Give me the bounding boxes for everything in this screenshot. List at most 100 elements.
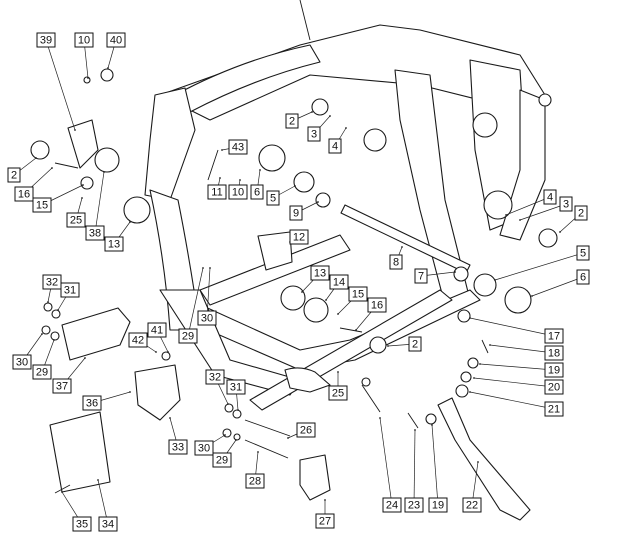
tie-43-icon [207, 149, 219, 181]
callout-box [543, 189, 557, 205]
leader-dot [237, 409, 239, 411]
callout-bushing: 21 [544, 401, 564, 417]
leader-dot [87, 77, 89, 79]
leader-dot [227, 403, 229, 405]
leader-dot [337, 371, 339, 373]
frame-bolt-icon [538, 93, 552, 107]
callout-number: 30 [201, 313, 213, 325]
callout-box [66, 212, 86, 228]
callout-boot: 13 [104, 236, 124, 252]
bushing-5b-icon [473, 273, 497, 297]
callout-box [7, 167, 21, 183]
callout-cap: 2 [574, 205, 588, 221]
callout-washer: 29 [178, 328, 198, 344]
leader-dot [324, 499, 326, 501]
callout-number: 12 [293, 232, 305, 244]
callout-number: 35 [76, 519, 88, 531]
leader-dot [329, 115, 331, 117]
leader-dot [47, 301, 49, 303]
callout-box [289, 205, 303, 221]
callout-box [414, 268, 428, 284]
callout-number: 34 [102, 519, 114, 531]
leader-dot [35, 157, 37, 159]
washer-29c-icon [233, 433, 241, 441]
callout-box [329, 274, 349, 290]
leader-line [489, 344, 555, 354]
callout-number: 2 [412, 339, 418, 351]
leader-dot [454, 271, 456, 273]
callout-box [310, 265, 330, 281]
callout-number: 37 [56, 381, 68, 393]
steering-head [144, 87, 196, 201]
cap-2a-icon [30, 140, 50, 160]
callout-number: 2 [578, 208, 584, 220]
callout-washer: 29 [32, 364, 52, 380]
callout-number: 33 [172, 442, 184, 454]
housing-38-icon [94, 147, 120, 173]
callout-box [328, 138, 342, 154]
cap-2c-icon [538, 228, 558, 248]
callout-stud: 26 [296, 422, 316, 438]
callout-washer: 31 [60, 282, 80, 298]
leader-line [494, 252, 584, 281]
callout-number: 29 [182, 331, 194, 343]
leader-dot [387, 345, 389, 347]
callout-number: 19 [548, 365, 560, 377]
callout-bracket: 36 [82, 395, 102, 411]
callout-box [205, 369, 225, 385]
callout-bolt: 16 [14, 186, 34, 202]
cover-12 [257, 231, 293, 271]
callout-number: 39 [40, 35, 52, 47]
leader-line [45, 39, 76, 131]
leader-line [187, 267, 204, 337]
callout-washer: 31 [226, 379, 246, 395]
callout-number: 3 [311, 129, 317, 141]
spacer-7-icon [453, 266, 469, 282]
frame-eye-icon [363, 128, 387, 152]
cap-2b-icon [311, 98, 329, 116]
callout-number: 5 [580, 248, 586, 260]
frame-lower-rail [184, 289, 481, 371]
callout-box [315, 513, 335, 529]
callout-number: 30 [16, 357, 28, 369]
callout-bushing: 6 [250, 184, 264, 200]
callout-box [128, 332, 148, 348]
leader-dot [469, 391, 471, 393]
leader-dot [53, 339, 55, 341]
callout-number: 19 [432, 500, 444, 512]
leader-dot [494, 279, 496, 281]
mount-27 [299, 454, 331, 501]
callout-bolt: 25 [328, 385, 348, 401]
leader-dot [287, 437, 289, 439]
callout-box [104, 236, 124, 252]
leader-dot [301, 291, 303, 293]
callout-clip: 40 [106, 32, 126, 48]
callout-number: 6 [580, 272, 586, 284]
callout-number: 13 [108, 239, 120, 251]
spring-eye-icon [361, 377, 371, 387]
leader-dot [209, 267, 211, 269]
screw-10a-icon [83, 76, 91, 84]
callout-pivot-shaft: 8 [389, 254, 403, 270]
frame-stay-top [299, 0, 311, 41]
callout-box [408, 336, 422, 352]
callout-bracket: 37 [52, 378, 72, 394]
callout-number: 43 [232, 142, 244, 154]
callout-screw: 10 [228, 184, 248, 200]
callout-bolt: 25 [66, 212, 86, 228]
leader-line [473, 377, 555, 388]
callout-nut: 32 [42, 274, 62, 290]
callout-box [382, 497, 402, 513]
leader-dot [401, 246, 403, 248]
callout-number: 4 [332, 141, 338, 153]
leader-dot [107, 67, 109, 69]
cover-39 [67, 119, 99, 169]
callout-number: 38 [89, 228, 101, 240]
leader-dot [519, 219, 521, 221]
callout-number: 7 [418, 271, 424, 283]
callout-bushing: 6 [576, 269, 590, 285]
callout-box [367, 297, 387, 313]
leader-dot [51, 167, 53, 169]
callout-box [266, 190, 280, 206]
pin-18-icon [481, 339, 489, 354]
